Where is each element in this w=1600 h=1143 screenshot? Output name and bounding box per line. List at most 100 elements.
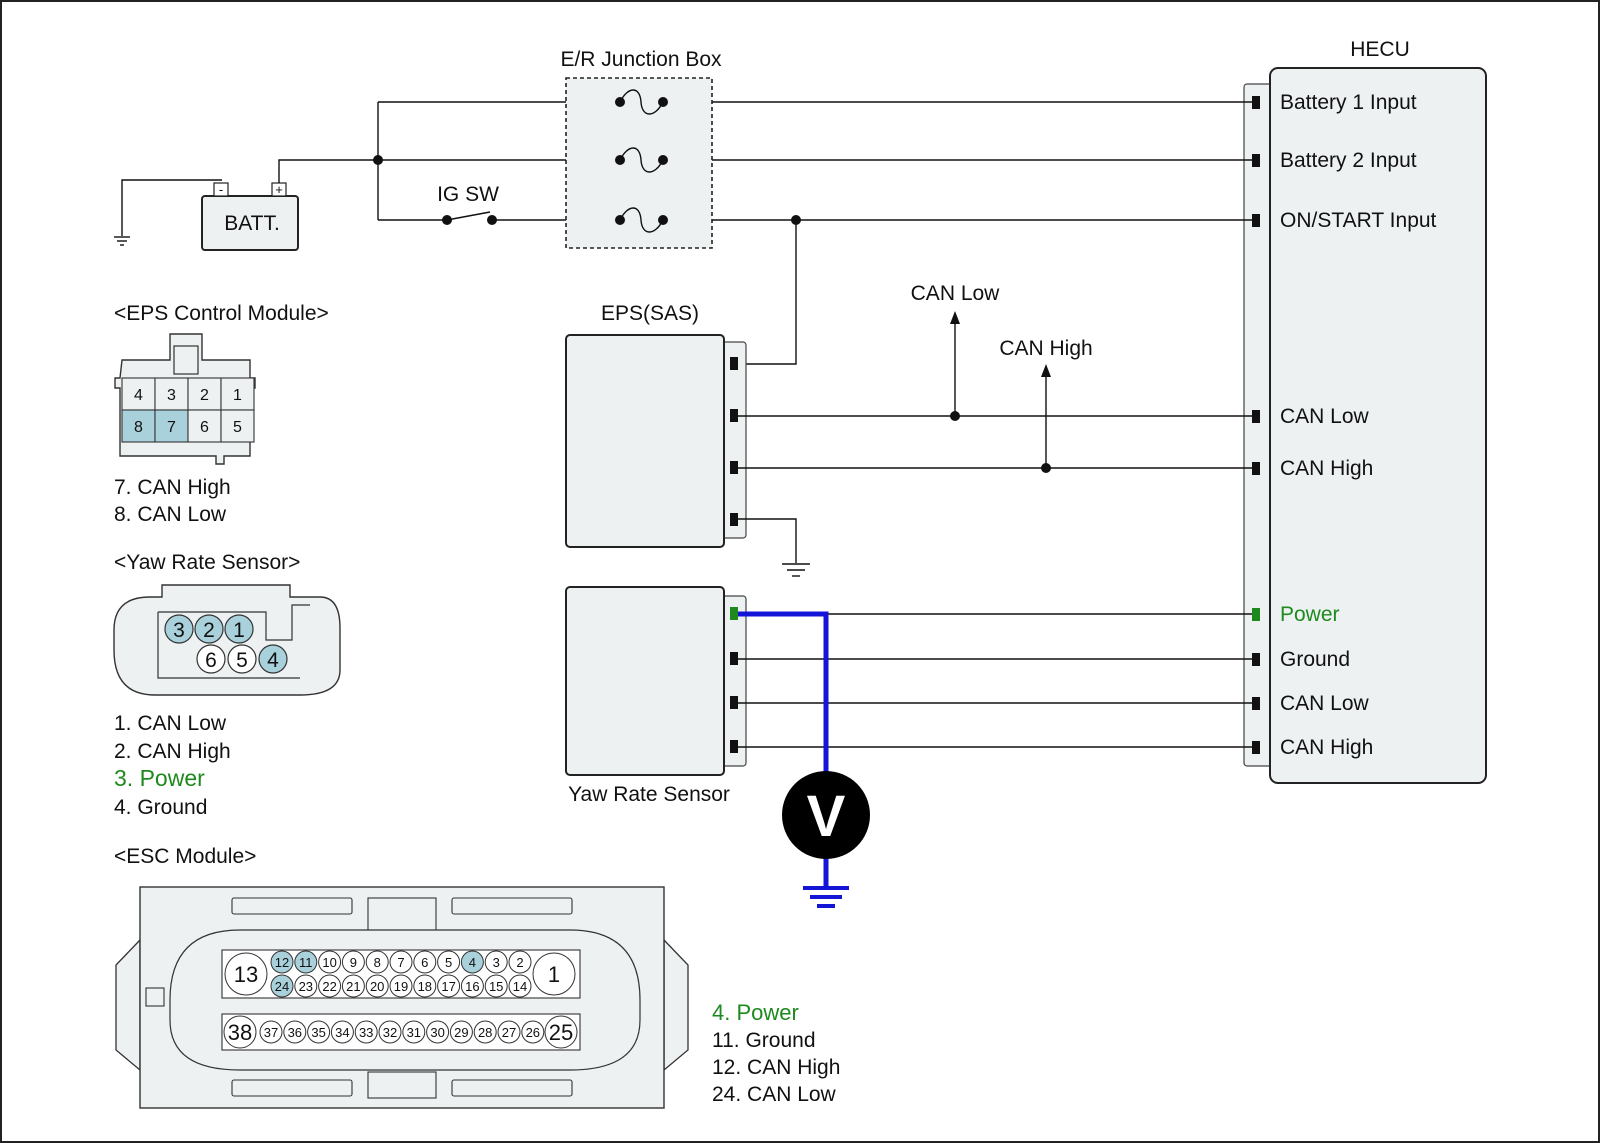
esc-legend-item: 4. Power bbox=[712, 1000, 799, 1025]
esc-pin bbox=[508, 974, 532, 998]
junction-box-body bbox=[565, 77, 713, 249]
eps-pin-number: 7 bbox=[167, 419, 176, 436]
esc-legend-item: 24. CAN Low bbox=[712, 1083, 837, 1106]
hecu-pin-label: Battery 1 Input bbox=[1280, 91, 1417, 114]
yaw-pin bbox=[194, 614, 224, 644]
battery-minus-sign: - bbox=[219, 182, 223, 197]
esc-pin-number: 4 bbox=[469, 955, 476, 970]
esc-pin bbox=[389, 974, 413, 998]
voltmeter-label: V bbox=[807, 784, 846, 849]
yaw-sensor-title: Yaw Rate Sensor bbox=[568, 783, 730, 806]
voltmeter-probe-wire bbox=[738, 611, 829, 776]
yaw-connector-title: <Yaw Rate Sensor> bbox=[114, 551, 300, 574]
eps-pin-number: 8 bbox=[134, 419, 143, 436]
yaw-pin-number: 4 bbox=[267, 649, 279, 672]
fuse-icon bbox=[619, 89, 664, 115]
esc-pin-number: 17 bbox=[441, 979, 455, 994]
yaw-pin bbox=[258, 644, 288, 674]
yaw-pin bbox=[196, 644, 226, 674]
voltmeter-body bbox=[782, 771, 870, 859]
esc-pin-number: 6 bbox=[421, 955, 428, 970]
ig-switch-label: IG SW bbox=[437, 183, 499, 206]
eps-pin-cell bbox=[220, 409, 255, 443]
esc-pin bbox=[521, 1020, 545, 1044]
hecu-pin-label: Ground bbox=[1280, 648, 1350, 671]
esc-legend-item: 11. Ground bbox=[712, 1029, 816, 1052]
esc-pin bbox=[223, 1015, 257, 1049]
yaw-pin-number: 6 bbox=[205, 649, 217, 672]
esc-pin bbox=[365, 974, 389, 998]
esc-pin-number: 1 bbox=[548, 962, 560, 987]
hecu-pin-label: ON/START Input bbox=[1280, 209, 1437, 232]
esc-pin-number: 14 bbox=[513, 979, 527, 994]
esc-pin-number: 37 bbox=[264, 1025, 278, 1040]
esc-pin-number: 11 bbox=[299, 955, 313, 970]
esc-pin-number: 26 bbox=[526, 1025, 540, 1040]
esc-pin-number: 13 bbox=[234, 962, 258, 987]
esc-pin bbox=[497, 1020, 521, 1044]
esc-pin bbox=[460, 974, 484, 998]
yaw-pin bbox=[164, 614, 194, 644]
esc-pin-number: 12 bbox=[275, 955, 289, 970]
esc-pin-number: 16 bbox=[465, 979, 479, 994]
esc-pin-number: 10 bbox=[322, 955, 336, 970]
esc-pin bbox=[341, 974, 365, 998]
eps-pin-cell bbox=[121, 409, 156, 443]
hecu-pin-label: CAN High bbox=[1280, 457, 1373, 480]
esc-pin-number: 24 bbox=[275, 979, 289, 994]
esc-pin-number: 18 bbox=[418, 979, 432, 994]
hecu-terminal bbox=[1252, 214, 1260, 227]
esc-pin bbox=[341, 950, 365, 974]
hecu-terminal bbox=[1252, 653, 1260, 666]
esc-pin-number: 25 bbox=[549, 1020, 573, 1045]
eps-sas-connector-strip bbox=[721, 341, 747, 539]
hecu-terminal bbox=[1252, 410, 1260, 423]
esc-pin-number: 2 bbox=[516, 955, 523, 970]
esc-pin-number: 19 bbox=[394, 979, 408, 994]
esc-pin bbox=[508, 950, 532, 974]
eps-sas-title: EPS(SAS) bbox=[601, 302, 699, 325]
esc-pin bbox=[532, 952, 576, 996]
eps-legend-item: 7. CAN High bbox=[114, 476, 231, 499]
esc-pin bbox=[307, 1020, 331, 1044]
esc-pin-number: 36 bbox=[288, 1025, 302, 1040]
hecu-terminal bbox=[1252, 697, 1260, 710]
esc-pin bbox=[283, 1020, 307, 1044]
esc-pin bbox=[270, 974, 294, 998]
esc-pin bbox=[330, 1020, 354, 1044]
esc-legend-item: 12. CAN High bbox=[712, 1056, 840, 1079]
esc-pin bbox=[484, 974, 508, 998]
can-low-branch-label: CAN Low bbox=[911, 282, 1001, 305]
hecu-terminal bbox=[1252, 96, 1260, 109]
esc-pin bbox=[354, 1020, 378, 1044]
eps-pin-cell bbox=[187, 377, 222, 411]
junction-box-title: E/R Junction Box bbox=[560, 48, 722, 71]
esc-pin bbox=[473, 1020, 497, 1044]
esc-pin bbox=[389, 950, 413, 974]
esc-pin bbox=[318, 950, 342, 974]
battery-section: - + BATT. bbox=[114, 159, 378, 251]
voltmeter: V bbox=[738, 611, 870, 908]
eps-sas-module: EPS(SAS) bbox=[565, 302, 810, 577]
esc-pin-number: 8 bbox=[374, 955, 381, 970]
esc-pin bbox=[294, 974, 318, 998]
yaw-legend-item: 1. CAN Low bbox=[114, 712, 227, 735]
esc-pin-number: 9 bbox=[350, 955, 357, 970]
esc-pin-number: 38 bbox=[228, 1020, 252, 1045]
esc-pin-number: 20 bbox=[370, 979, 384, 994]
hecu-body bbox=[1269, 67, 1487, 784]
esc-pin-number: 31 bbox=[407, 1025, 421, 1040]
hecu-pin-label: Power bbox=[1280, 603, 1340, 626]
esc-pin-number: 5 bbox=[445, 955, 452, 970]
junction-box: E/R Junction Box bbox=[560, 48, 722, 249]
esc-pin-number: 23 bbox=[299, 979, 313, 994]
eps-legend-item: 8. CAN Low bbox=[114, 503, 227, 526]
hecu-terminal bbox=[1252, 462, 1260, 475]
yaw-pin-number: 3 bbox=[173, 619, 185, 642]
hecu-pin-label: Battery 2 Input bbox=[1280, 149, 1417, 172]
hecu-title: HECU bbox=[1350, 38, 1410, 61]
battery-terminal-minus bbox=[213, 182, 229, 197]
fuse-icon bbox=[619, 147, 664, 173]
